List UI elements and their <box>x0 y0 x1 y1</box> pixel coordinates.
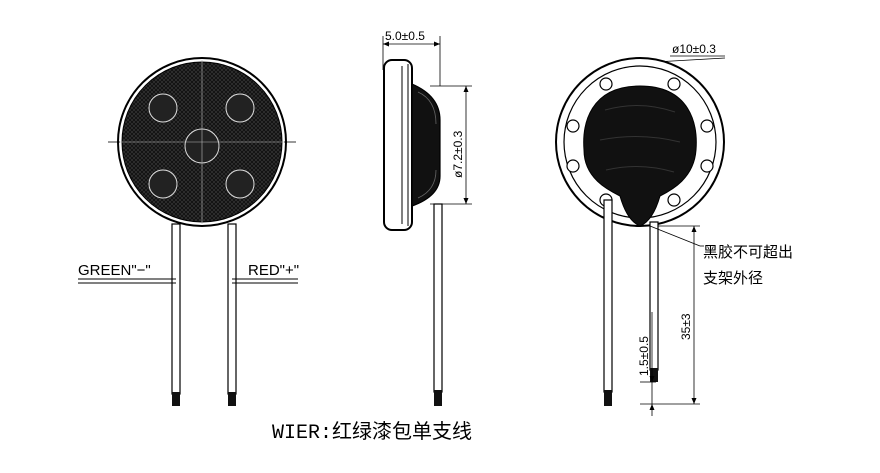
front-view: GREEN"−" RED"+" <box>78 57 299 406</box>
back-hole <box>599 77 613 91</box>
note-line-2: 支架外径 <box>703 269 763 287</box>
side-cone <box>411 83 441 207</box>
back-wire-left <box>603 199 613 393</box>
front-wire-right <box>227 223 237 395</box>
back-hole <box>566 159 580 173</box>
back-hole <box>667 193 681 207</box>
front-hole-bottom-left <box>148 169 178 199</box>
wire-left-label: GREEN"−" <box>78 262 151 279</box>
back-wire-right <box>649 221 659 371</box>
front-hole-top-right <box>225 93 255 123</box>
front-hole-top-left <box>148 93 178 123</box>
back-hole <box>566 119 580 133</box>
thickness-dimension: 5.0±0.5 <box>385 29 425 43</box>
back-hole <box>700 119 714 133</box>
back-black-glue <box>583 85 697 227</box>
outer-diameter-dimension: ø10±0.3 <box>672 42 716 56</box>
back-view: ø10±0.3 黑胶不可超出 支架外径 35±3 1.5±0. <box>555 42 793 416</box>
side-view: 5.0±0.5 ø7.2±0.3 <box>382 29 472 406</box>
wire-right-label: RED"+" <box>248 262 299 279</box>
wire-length-dimension: 35±3 <box>679 313 693 340</box>
note-line-1: 黑胶不可超出 <box>703 243 793 261</box>
inner-diameter-dimension: ø7.2±0.3 <box>451 130 465 178</box>
strip-length-dimension: 1.5±0.5 <box>637 336 651 376</box>
back-hole <box>667 77 681 91</box>
front-hole-bottom-right <box>225 169 255 199</box>
side-wire <box>433 203 443 393</box>
front-wire-left <box>171 223 181 395</box>
caption: WIER:红绿漆包单支线 <box>272 420 472 445</box>
back-hole <box>700 159 714 173</box>
